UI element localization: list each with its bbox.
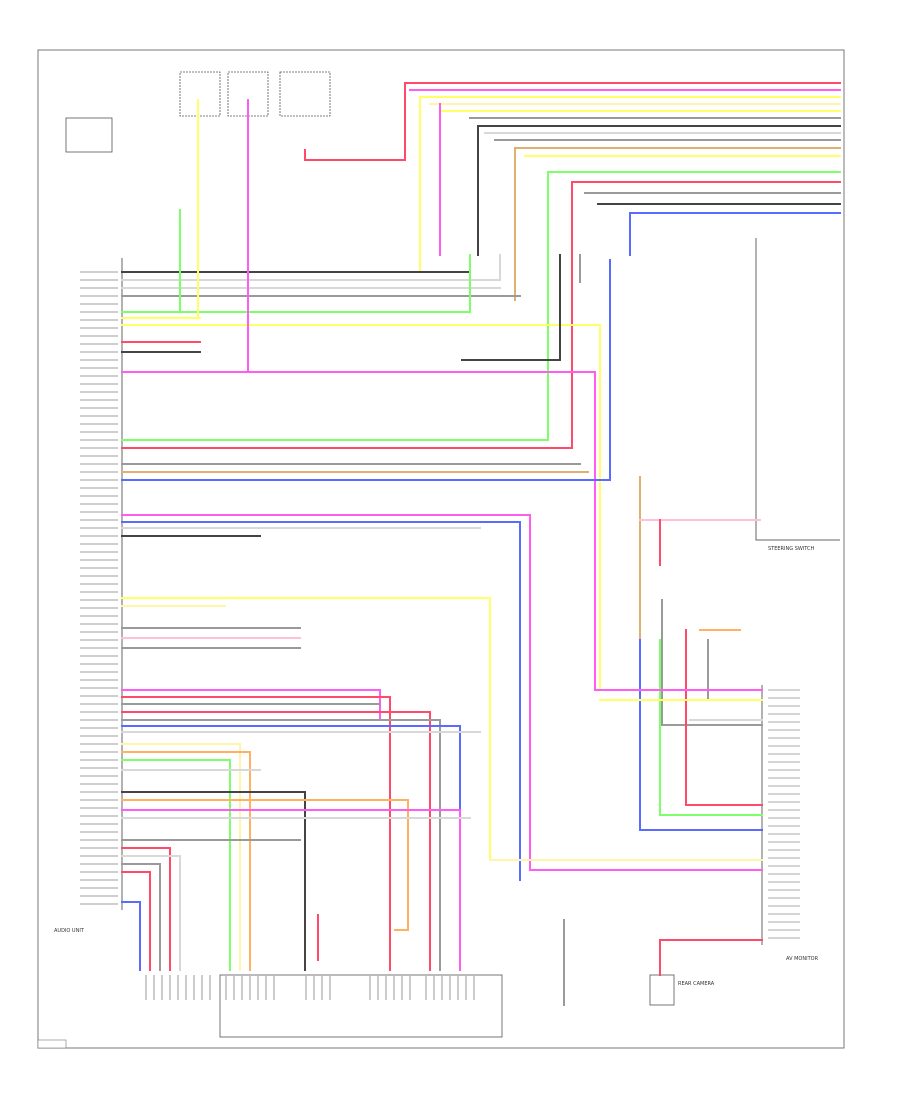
wire-light_gray-64 [121, 855, 181, 971]
fuse-box-1 [179, 71, 221, 117]
fuse-box-3 [279, 71, 331, 117]
wire-gray-71 [661, 599, 763, 726]
wire-green-27 [121, 254, 471, 313]
wire-blue-74 [639, 639, 763, 831]
av-monitor: AV MONITOR [761, 685, 819, 962]
wire-pink-38 [121, 514, 763, 871]
av-monitor-label: AV MONITOR [786, 956, 819, 962]
wire-pink-47 [121, 689, 381, 721]
wire-gray-51 [121, 719, 441, 971]
audio-unit: AUDIO UNIT [54, 258, 123, 934]
wire-blue-52 [121, 725, 461, 971]
wires-group [121, 82, 841, 1006]
wire-red-50 [121, 711, 431, 971]
wire-red-48 [121, 696, 391, 971]
wire-light_yellow-54 [121, 743, 241, 971]
wire-orange-55 [121, 751, 251, 971]
bottom-connector-box [219, 974, 503, 1038]
diagram-frame [37, 49, 845, 1049]
wire-yellow-29 [121, 324, 763, 691]
steering-switch-border [755, 238, 840, 541]
wire-green-73 [659, 639, 763, 816]
wire-red-72 [685, 629, 763, 806]
wire-green-56 [121, 759, 231, 971]
page-tab [37, 1039, 67, 1049]
wire-red-66 [121, 871, 151, 971]
audio-unit-label: AUDIO UNIT [54, 928, 85, 934]
wire-red-0 [304, 82, 841, 161]
wire-pink-32 [121, 371, 596, 691]
wire-blue-37 [121, 259, 611, 481]
wire-blue-67 [121, 901, 141, 971]
fuse-block-top [65, 71, 331, 153]
rear-camera-box [649, 974, 675, 1006]
steering-switch: STEERING SWITCH [755, 238, 840, 552]
rear-camera-label: REAR CAMERA [678, 981, 715, 987]
pin-labels [80, 271, 800, 1000]
wire-pink-60 [121, 809, 461, 971]
wire-dark-58 [121, 791, 306, 971]
relay-box-left [65, 117, 113, 153]
wire-gray-65 [121, 863, 161, 971]
wire-orange-59 [121, 799, 409, 931]
wire-dark-86 [461, 254, 561, 361]
wire-red-63 [121, 847, 171, 971]
wire-blue-39 [121, 521, 521, 881]
steering-switch-label: STEERING SWITCH [768, 546, 815, 552]
